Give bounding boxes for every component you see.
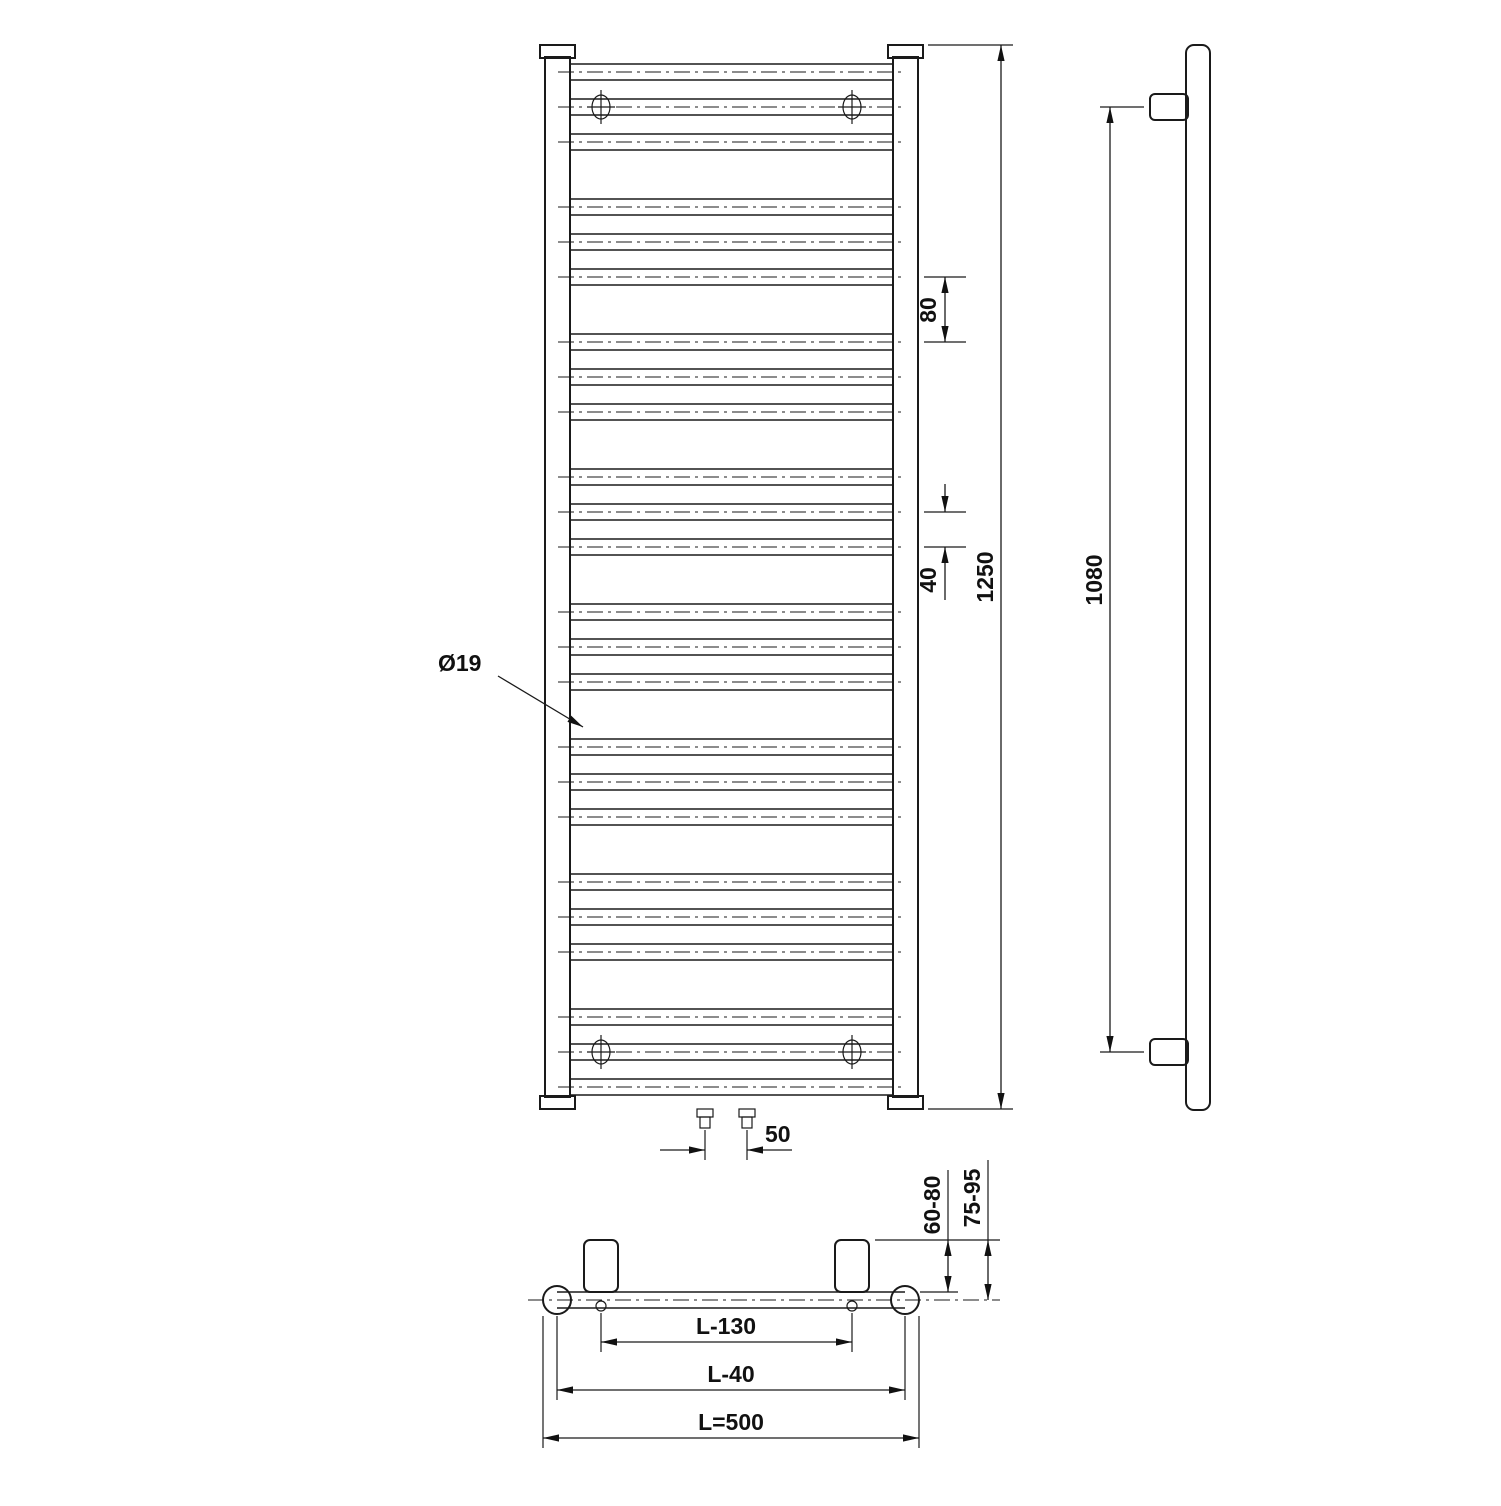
bottom-view [528, 1239, 1000, 1315]
wall-anchor [587, 90, 615, 124]
screw-hole-left [595, 1300, 607, 1312]
top-left-tab [539, 44, 576, 59]
bottom-left-tab [539, 1095, 576, 1110]
side-bracket-bottom [1149, 1038, 1189, 1066]
dim-tube-diameter: Ø19 [438, 650, 584, 728]
left-rail [544, 56, 571, 1098]
bottom-right-tab [887, 1095, 924, 1110]
dim-1250-label: 1250 [972, 551, 998, 602]
side-view [1149, 44, 1211, 1111]
bottom-bracket-right [834, 1239, 870, 1293]
front-view [539, 44, 924, 1129]
dim-50-label: 50 [765, 1121, 791, 1147]
dim-1080-label: 1080 [1081, 554, 1107, 605]
side-bracket-top [1149, 93, 1189, 121]
dim-rung-spacing-40: 40 [915, 484, 966, 600]
dim-bracket-width-L-130: L-130 [600, 1313, 853, 1352]
wall-anchor [838, 90, 866, 124]
dim-bracket-height-1080: 1080 [1081, 106, 1144, 1053]
wall-anchor [587, 1035, 615, 1069]
dim-L-500-label: L=500 [698, 1409, 764, 1435]
dim-connection-spacing-50: 50 [660, 1121, 792, 1160]
dim-40-label: 40 [915, 567, 941, 593]
dim-wall-to-center-75-95: 75-95 [959, 1160, 992, 1300]
rung-tubes [558, 63, 905, 1096]
dim-75-95-label: 75-95 [959, 1168, 985, 1227]
side-rail [1185, 44, 1211, 1111]
dim-rail-center-L-40: L-40 [556, 1316, 906, 1400]
dim-dia19-label: Ø19 [438, 650, 481, 676]
dim-60-80-label: 60-80 [919, 1176, 945, 1235]
dim-L-130-label: L-130 [696, 1313, 756, 1339]
dim-overall-width-L-500: L=500 [542, 1316, 920, 1448]
bottom-bracket-left [583, 1239, 619, 1293]
screw-hole-right [846, 1300, 858, 1312]
dim-L-40-label: L-40 [707, 1361, 754, 1387]
wall-anchors [587, 90, 866, 1069]
leader-arrow [497, 675, 584, 728]
left-end-cap [542, 1285, 572, 1315]
dim-wall-clearance-60-80: 60-80 [919, 1170, 952, 1292]
right-end-cap [890, 1285, 920, 1315]
dim-80-label: 80 [915, 297, 941, 323]
top-right-tab [887, 44, 924, 59]
dim-rung-spacing-80: 80 [915, 276, 966, 343]
dim-overall-height-1250: 1250 [928, 44, 1013, 1110]
bottom-connections [696, 1108, 756, 1129]
wall-anchor [838, 1035, 866, 1069]
